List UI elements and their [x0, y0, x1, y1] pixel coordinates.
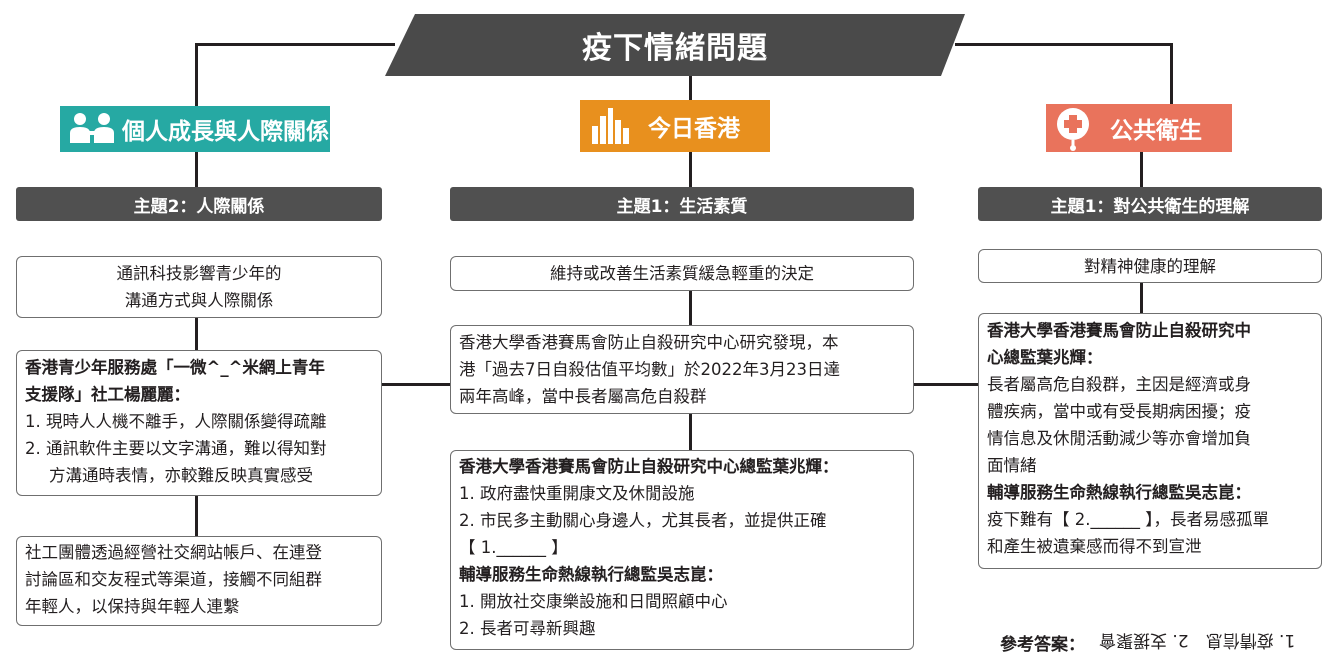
middle-theme: 主題1：生活素質 — [450, 187, 914, 221]
left-box-topic: 通訊科技影響青少年的 溝通方式與人際關係 — [16, 256, 382, 318]
reference-answer: 參考答案： 1. 疫情信息 2. 支援聚會 — [1000, 626, 1330, 658]
city-skyline-icon — [592, 108, 629, 144]
answer-text-upside-down: 1. 疫情信息 2. 支援聚會 — [1099, 629, 1296, 650]
left-theme: 主題2：人際關係 — [16, 187, 382, 221]
answer-label: 參考答案： — [1000, 634, 1085, 655]
right-box-mental-health: 對精神健康的理解 — [978, 249, 1322, 283]
answer-blank-1: 【 1.______ 】 — [459, 538, 568, 557]
right-box-experts: 香港大學香港賽馬會防止自殺研究中 心總監葉兆輝： 長者屬高危自殺群，主因是經濟或… — [978, 313, 1322, 569]
diagram-title: 疫下情緒問題 — [582, 31, 768, 66]
left-box-outreach: 社工團體透過經營社交網站帳戶、在連登 討論區和交友程式等渠道，接觸不同組群 年輕… — [16, 536, 382, 626]
title-banner — [385, 14, 965, 76]
category-personal-growth: 個人成長與人際關係 — [60, 106, 330, 152]
category-label: 個人成長與人際關係 — [122, 119, 329, 145]
stethoscope-icon — [1057, 108, 1089, 151]
category-label: 公共衛生 — [1110, 118, 1202, 144]
category-hong-kong-today: 今日香港 — [580, 100, 770, 152]
people-icon — [70, 113, 114, 143]
middle-box-experts: 香港大學香港賽馬會防止自殺研究中心總監葉兆輝： 1. 政府盡快重開康文及休閒設施… — [450, 450, 914, 650]
middle-box-research: 香港大學香港賽馬會防止自殺研究中心研究發現，本 港「過去7日自殺估值平均數」於2… — [450, 325, 914, 414]
middle-box-decision: 維持或改善生活素質緩急輕重的決定 — [450, 256, 914, 291]
right-theme: 主題1：對公共衛生的理解 — [978, 187, 1322, 221]
category-public-health: 公共衛生 — [1046, 104, 1232, 152]
left-box-social-worker: 香港青少年服務處「一微^_^米網上青年 支援隊」社工楊麗麗： 1. 現時人人機不… — [16, 350, 382, 496]
answer-blank-2: 疫下難有【 2.______ 】，長者易感孤單 — [987, 510, 1269, 529]
category-label: 今日香港 — [648, 116, 740, 142]
